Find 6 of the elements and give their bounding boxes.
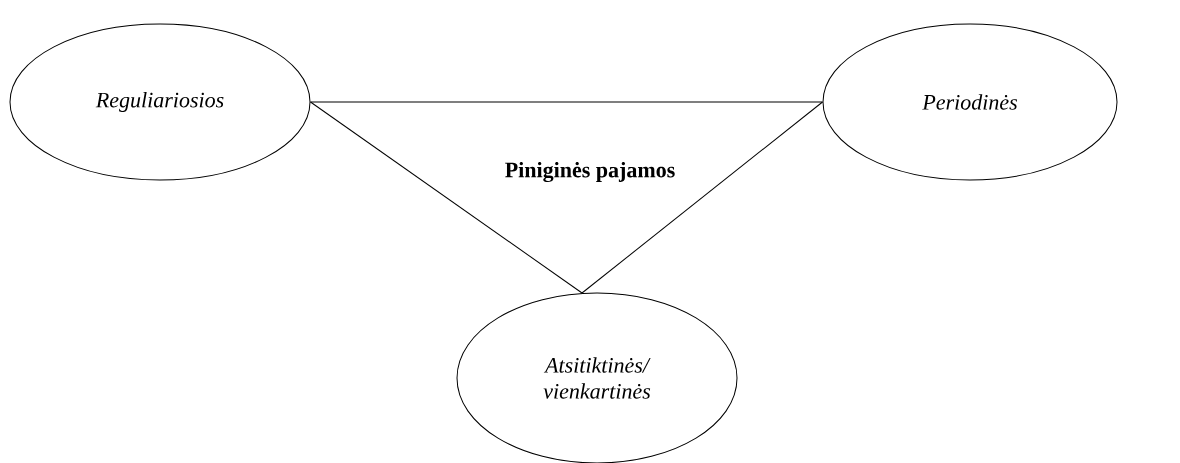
center-label: Piniginės pajamos — [505, 161, 675, 183]
connector-line — [581, 101, 823, 294]
connector-line — [310, 101, 823, 103]
ellipse-node: Reguliariosios — [9, 23, 311, 181]
connector-line — [310, 101, 583, 294]
ellipse-node: Periodinės — [822, 23, 1118, 181]
